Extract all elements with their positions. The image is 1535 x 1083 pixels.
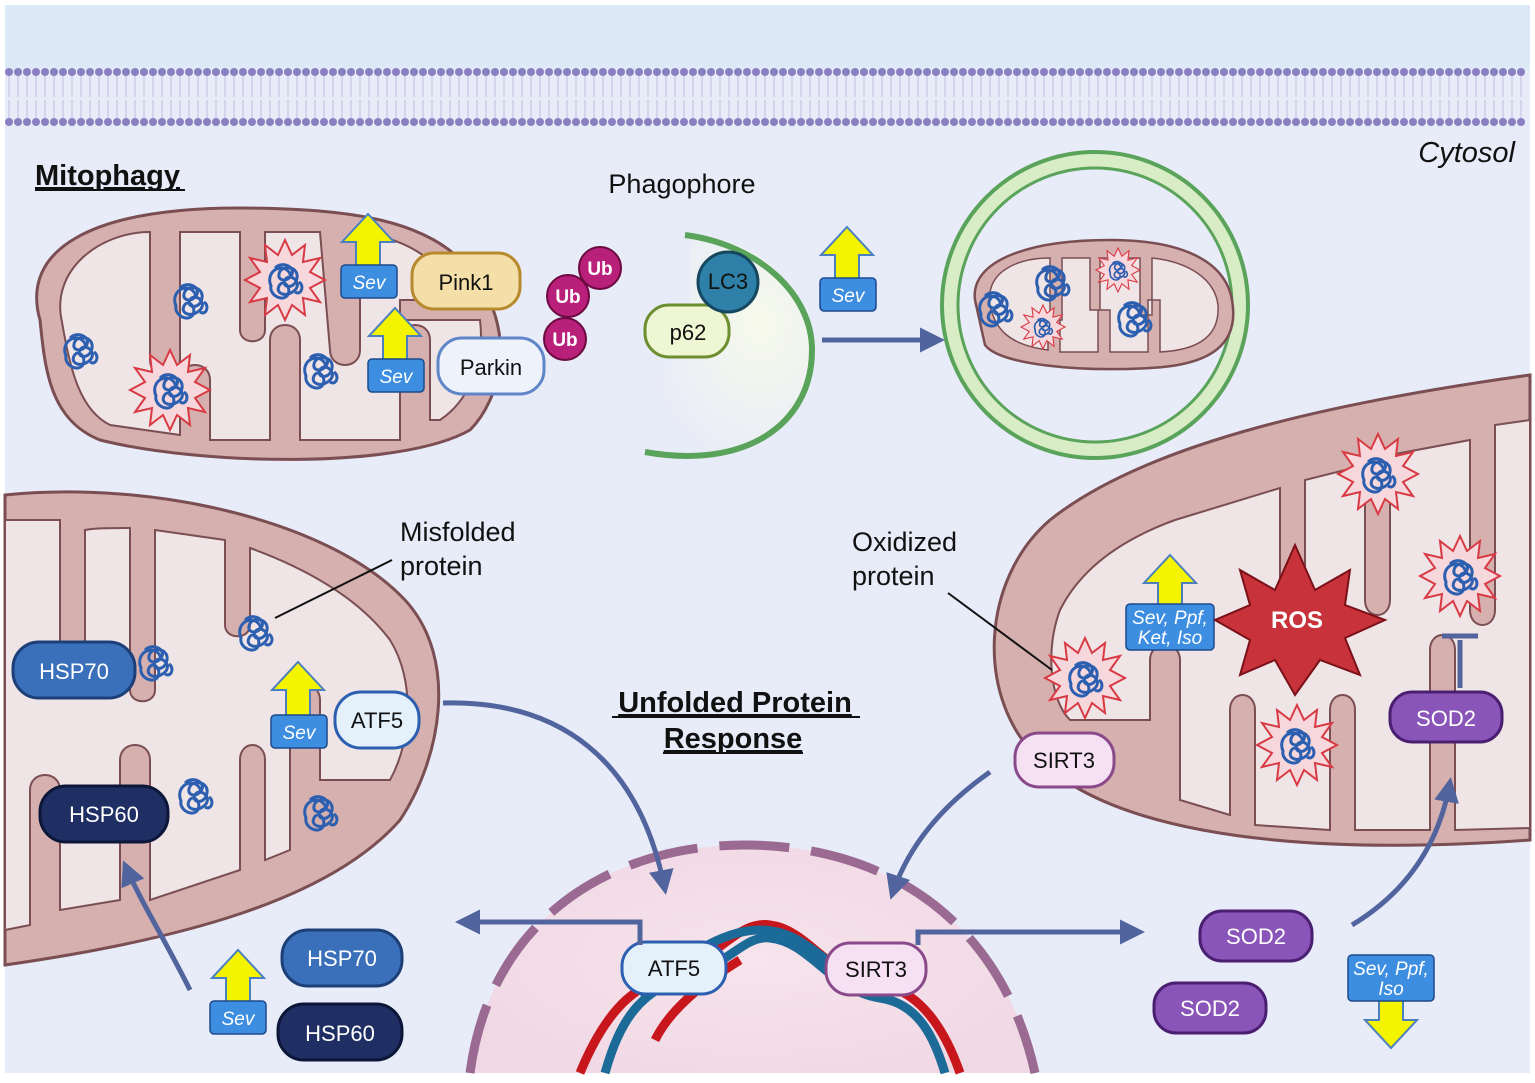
svg-text:Ub: Ub (552, 330, 577, 351)
svg-text:Sev: Sev (380, 367, 414, 388)
oxidized-label-2: protein (852, 561, 935, 591)
sod2-pill-cytosol-1: SOD2 (1198, 909, 1314, 963)
svg-text:Pink1: Pink1 (438, 270, 493, 295)
svg-text:p62: p62 (670, 320, 707, 345)
svg-text:Ub: Ub (555, 287, 580, 308)
svg-text:LC3: LC3 (708, 269, 748, 294)
svg-text:Sev: Sev (832, 286, 866, 307)
sev-increase-autophagosome: Sev (819, 226, 877, 312)
oxidized-label-1: Oxidized (852, 527, 957, 557)
misfolded-label-2: protein (400, 551, 483, 581)
parkin-pill: Parkin (436, 336, 546, 396)
upr-title-2: Response (664, 723, 803, 755)
svg-text:Iso: Iso (1378, 979, 1403, 1000)
phagophore (644, 232, 816, 459)
oxidized-pointer (947, 592, 1053, 671)
drug-increase-ros: Sev, Ppf, Ket, Iso (1125, 554, 1215, 651)
svg-text:SOD2: SOD2 (1226, 924, 1286, 949)
pink1-pill: Pink1 (410, 251, 522, 311)
hsp60-pill-mito: HSP60 (38, 784, 170, 844)
arrow-atf5-to-nucleus (442, 700, 674, 895)
arrow-sirt3-to-sod2 (915, 919, 1145, 945)
svg-text:Parkin: Parkin (460, 355, 522, 380)
svg-text:SOD2: SOD2 (1180, 996, 1240, 1021)
mitochondrion-top-left (35, 206, 502, 461)
sev-increase-atf5: Sev (270, 661, 328, 749)
extracellular-space (5, 5, 1530, 70)
svg-text:ATF5: ATF5 (351, 708, 403, 733)
svg-text:HSP70: HSP70 (39, 659, 109, 684)
svg-text:Sev, Ppf,: Sev, Ppf, (1353, 959, 1429, 980)
hsp70-pill-cytosol: HSP70 (280, 928, 404, 988)
hsp70-pill-mito: HSP70 (11, 640, 137, 700)
phagophore-label: Phagophore (608, 169, 755, 199)
sirt3-pill-mito: SIRT3 (1013, 731, 1116, 789)
sev-increase-hsp: Sev (209, 949, 267, 1035)
p62-pill: p62 (643, 303, 731, 359)
svg-text:Sev, Ppf,: Sev, Ppf, (1132, 608, 1208, 629)
svg-text:SIRT3: SIRT3 (1033, 748, 1095, 773)
svg-text:SOD2: SOD2 (1416, 706, 1476, 731)
cell-membrane (5, 68, 1525, 126)
arrow-hsp-to-mito (121, 860, 193, 992)
sev-increase-parkin: Sev (367, 307, 425, 393)
sod2-pill-mito: SOD2 (1388, 690, 1504, 744)
sirt3-pill-nucleus: SIRT3 (824, 941, 928, 997)
atf5-pill-mito: ATF5 (333, 690, 421, 750)
svg-text:SIRT3: SIRT3 (845, 957, 907, 982)
drug-decrease-sod2: Sev, Ppf, Iso (1347, 954, 1435, 1049)
svg-text:ATF5: ATF5 (648, 956, 700, 981)
svg-text:HSP60: HSP60 (305, 1021, 375, 1046)
sev-increase-pink1: Sev (340, 213, 398, 299)
hsp60-pill-cytosol: HSP60 (276, 1002, 404, 1062)
svg-text:HSP60: HSP60 (69, 802, 139, 827)
sod2-inhibits-oxidation (1442, 633, 1478, 688)
sod2-pill-cytosol-2: SOD2 (1152, 981, 1268, 1035)
autophagosome (940, 150, 1250, 460)
svg-text:Sev: Sev (283, 723, 317, 744)
ros-starburst: ROS (1212, 542, 1388, 697)
upr-title-1: Unfolded Protein (618, 687, 852, 719)
svg-text:Ub: Ub (587, 259, 612, 280)
ubiquitin-chain: Ub Ub Ub (543, 246, 622, 361)
misfolded-label-1: Misfolded (400, 517, 516, 547)
misfolded-pointer (274, 559, 393, 619)
cytosol-label: Cytosol (1418, 137, 1516, 169)
atf5-pill-nucleus: ATF5 (620, 940, 728, 996)
svg-text:Sev: Sev (353, 273, 387, 294)
arrow-sirt3-to-nucleus (886, 769, 992, 900)
lc3-circle: LC3 (696, 250, 760, 314)
svg-text:HSP70: HSP70 (307, 946, 377, 971)
mitophagy-title: Mitophagy (35, 160, 180, 192)
svg-text:Ket, Iso: Ket, Iso (1138, 628, 1202, 649)
arrow-sod2-to-mito (1350, 777, 1459, 928)
arrow-atf5-to-hsp (455, 909, 643, 945)
svg-text:ROS: ROS (1271, 607, 1323, 634)
svg-text:Sev: Sev (222, 1009, 256, 1030)
